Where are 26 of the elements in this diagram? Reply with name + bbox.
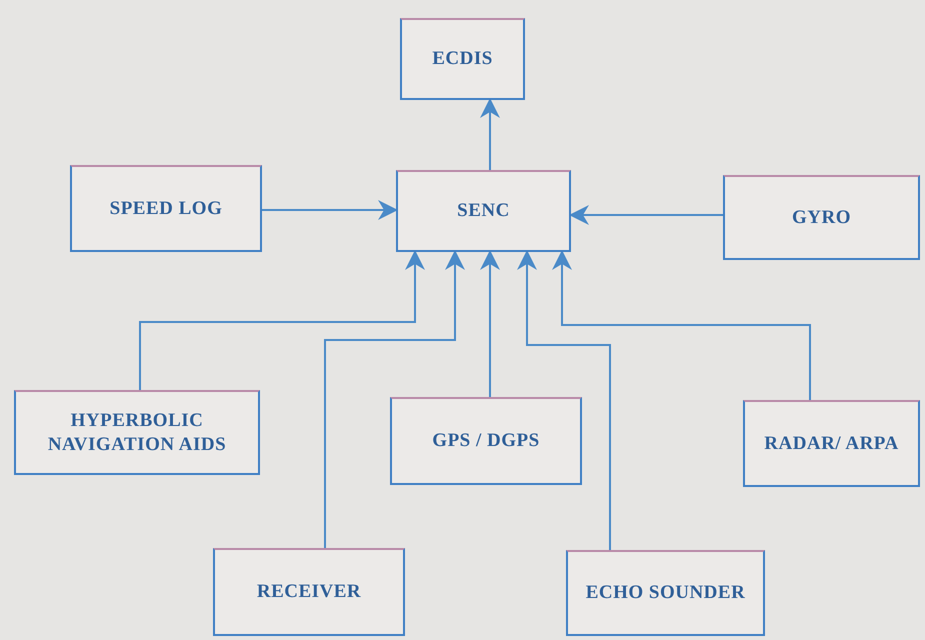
- process-box: [723, 175, 920, 260]
- process-box: [396, 170, 571, 252]
- box-label: ECHO SOUNDER: [586, 581, 746, 605]
- process-box: [743, 400, 920, 487]
- arrow: [480, 98, 500, 170]
- arrow: [324, 250, 465, 548]
- process-box: [566, 550, 765, 636]
- process-box: [70, 165, 262, 252]
- box-label: GYRO: [792, 206, 851, 230]
- arrow: [480, 250, 500, 397]
- arrow: [139, 250, 425, 390]
- box-label: GPS / DGPS: [432, 429, 540, 453]
- arrow: [569, 205, 723, 225]
- box-label: ECDIS: [432, 47, 493, 71]
- box-label: RADAR/ ARPA: [764, 432, 899, 456]
- process-box: [213, 548, 405, 636]
- process-box: [390, 397, 582, 485]
- arrow: [517, 250, 611, 550]
- box-label: SENC: [457, 199, 510, 223]
- process-box: [14, 390, 260, 475]
- process-box: [400, 18, 525, 100]
- arrow: [552, 250, 811, 400]
- box-label: RECEIVER: [256, 580, 362, 604]
- box-label: SPEED LOG: [110, 196, 222, 220]
- box-label: HYPERBOLIC NAVIGATION AIDS: [46, 408, 228, 456]
- arrow: [262, 200, 398, 220]
